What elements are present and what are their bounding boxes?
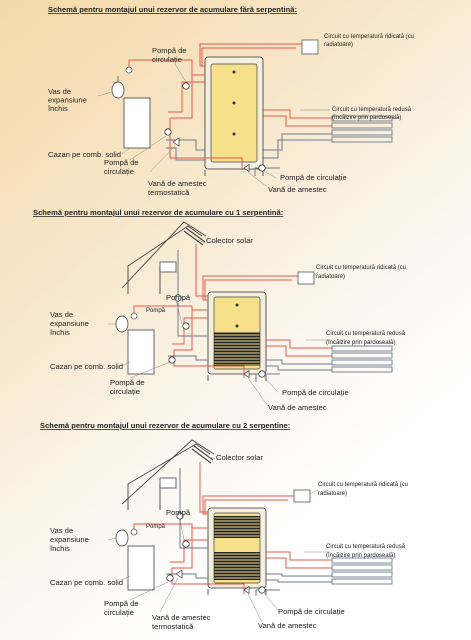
mixing-valve-icon <box>175 569 183 579</box>
cold-pipes <box>168 250 332 382</box>
expansion-vessel-label: Vas de expansiune închis <box>49 310 91 337</box>
thermo-valve-label: Vană de amestec termostatică <box>148 179 209 197</box>
boiler-label: Cazan pe comb. solid <box>50 362 123 371</box>
boiler-label: Cazan pe comb. solid <box>48 150 121 159</box>
section-3-diagram: Schemă pentru montajul unui rezervor de … <box>40 421 410 631</box>
expansion-vessel-icon <box>115 315 129 333</box>
gauge-icon <box>125 66 133 74</box>
radiator-icon <box>293 489 311 503</box>
expansion-vessel-icon <box>111 76 125 99</box>
mix-valve-label: Vană de amestec <box>258 621 317 630</box>
pump-icon <box>168 356 176 364</box>
circuit-high-label: Circuit cu temperatură ridicată (cu radi… <box>324 34 416 48</box>
window-icon <box>159 477 177 489</box>
collector-label: Colector solar <box>206 236 253 245</box>
pump-top-label: Pompă de circulație <box>152 46 189 64</box>
window-icon <box>159 261 177 273</box>
circuit-low-label: Circuit cu temperatură redusă (încălzire… <box>326 544 407 559</box>
pump-icon <box>174 294 182 302</box>
mixing-valve-icon <box>172 137 180 147</box>
pump-small-label: Pompă <box>146 524 166 530</box>
gauge-icon <box>130 312 138 320</box>
pump-icon <box>258 370 266 378</box>
section-3-title: Schemă pentru montajul unui rezervor de … <box>40 421 290 430</box>
pump-top-label: Pompă <box>166 293 191 302</box>
lower-coil-icon <box>214 552 260 580</box>
expansion-vessel-label: Vas de expansiune închis <box>47 87 89 113</box>
circuit-low-label: Circuit cu temperatură redusă (încălzire… <box>326 331 407 346</box>
hot-pipes <box>128 43 332 170</box>
floor-heating-icon <box>331 115 393 143</box>
buffer-tank <box>207 291 267 381</box>
solar-collector-icon <box>183 227 206 246</box>
mix-valve-label: Vană de amestec <box>268 185 327 194</box>
heating-coil-icon <box>214 332 260 366</box>
solid-fuel-boiler-icon <box>127 545 155 591</box>
pump-icon <box>258 164 266 172</box>
cold-pipes <box>166 133 332 176</box>
floor-heating-icon <box>331 557 393 585</box>
expansion-vessel-icon <box>115 529 129 547</box>
circuit-high-label: Circuit cu temperatură ridicată (cu radi… <box>316 265 408 280</box>
pump-right-label: Pompă de circulație <box>280 173 347 182</box>
pump-right-label: Pompă de circulație <box>282 388 349 397</box>
mixing-valve-icon <box>243 369 250 379</box>
mix-valve-label: Vană de amestec <box>268 403 327 412</box>
circuit-low-label: Circuit cu temperatură redusă (încălzire… <box>332 107 413 121</box>
radiator-icon <box>297 271 315 285</box>
solar-collector-icon <box>191 445 214 464</box>
pump-icon <box>182 82 190 90</box>
circuit-high-label: Circuit cu temperatură ridicată (cu radi… <box>318 482 410 497</box>
buffer-tank <box>204 56 264 176</box>
buffer-tank <box>207 507 267 595</box>
collector-label: Colector solar <box>216 453 263 462</box>
pump-icon <box>166 574 174 582</box>
pump-icon <box>258 586 266 594</box>
pump-icon <box>182 540 190 548</box>
mixing-valve-icon <box>243 585 250 595</box>
mixing-valve-icon <box>243 163 250 173</box>
expansion-vessel-label: Vas de expansiune închis <box>49 526 91 553</box>
gauge-icon <box>130 528 138 536</box>
floor-heating-icon <box>331 345 393 373</box>
leader-lines <box>108 239 330 407</box>
section-2-title: Schemă pentru montajul unui rezervor de … <box>33 208 283 217</box>
radiator-icon <box>301 39 319 55</box>
section-2-diagram: Schemă pentru montajul unui rezervor de … <box>33 208 408 412</box>
cold-pipes <box>166 468 332 596</box>
section-1-title: Schemă pentru montajul unui rezervor de … <box>48 5 297 14</box>
thermo-valve-label: Vană de amestec termostatică <box>152 613 213 631</box>
pump-small-label: Pompă <box>146 308 166 314</box>
leader-lines <box>107 455 330 623</box>
pump-icon <box>176 512 184 520</box>
pump-right-label: Pompă de circulație <box>278 607 345 616</box>
solid-fuel-boiler-icon <box>123 97 151 149</box>
pump-top-label: Pompă <box>166 508 191 517</box>
leader-lines <box>97 40 330 187</box>
pump-bottom-label: Pompă de circulație <box>104 599 141 617</box>
pump-bottom-label: Pompă de circulație <box>110 378 147 396</box>
pump-icon <box>182 322 190 330</box>
section-1-diagram: Schemă pentru montajul unui rezervor de … <box>47 5 416 197</box>
solid-fuel-boiler-icon <box>127 329 155 375</box>
boiler-label: Cazan pe comb. solid <box>50 578 123 587</box>
pump-icon <box>164 128 172 136</box>
upper-coil-icon <box>214 516 260 538</box>
pump-bottom-label: Pompă de circulație <box>104 158 141 176</box>
